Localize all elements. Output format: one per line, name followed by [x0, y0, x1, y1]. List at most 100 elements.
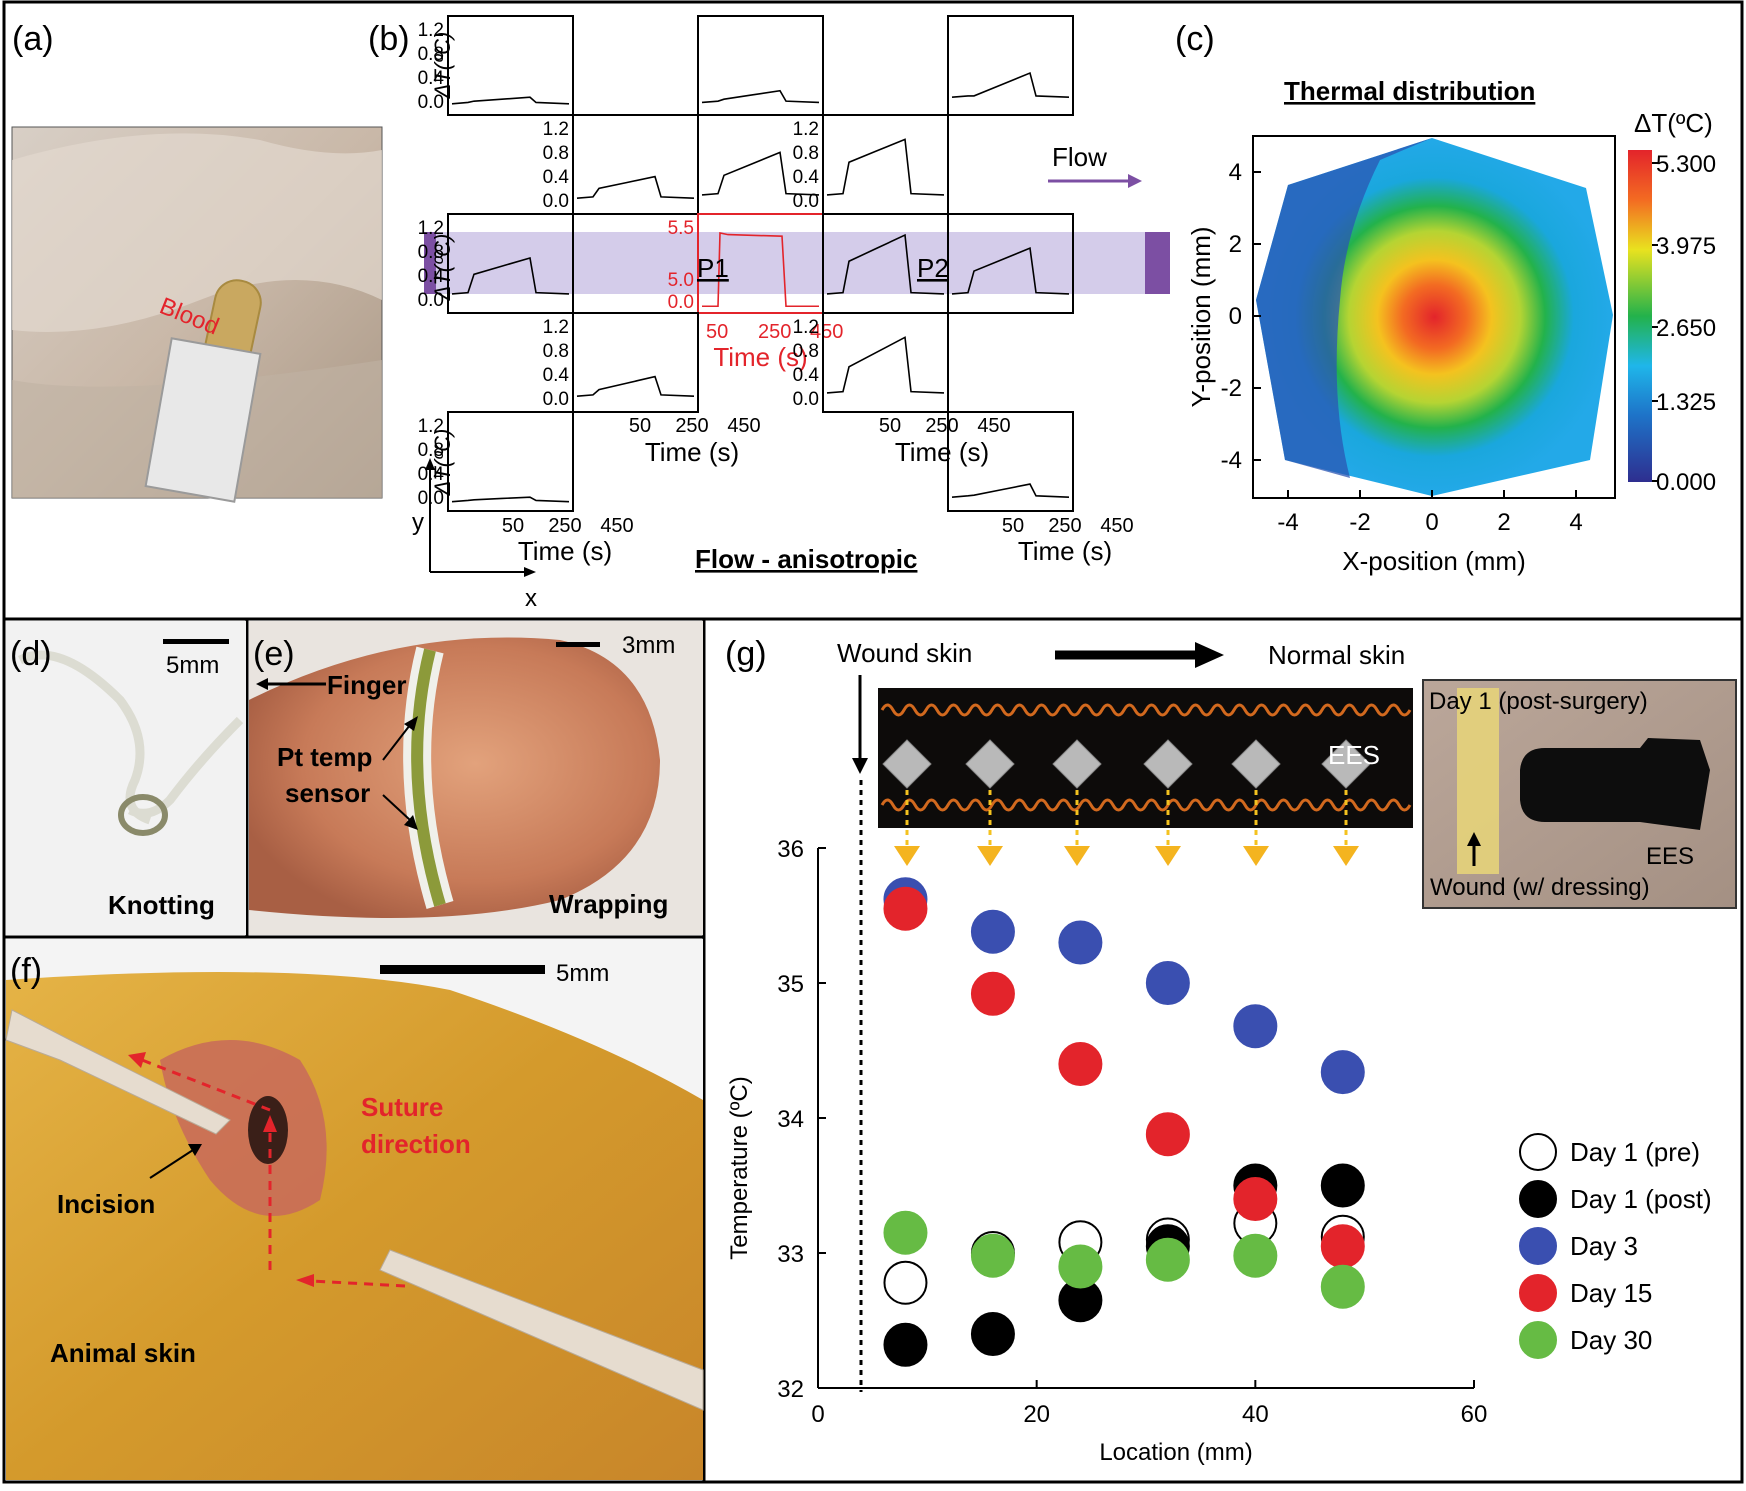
mini-chart-ytick: 0.4	[793, 365, 820, 386]
photo-background	[6, 939, 703, 1100]
ees-drop-arrow-icon	[1243, 846, 1269, 866]
ees-device	[1520, 738, 1710, 830]
legend-label: Day 15	[1570, 1278, 1652, 1308]
scatter-point	[1145, 1237, 1190, 1282]
center-chart-ytick: 0.0	[668, 292, 694, 313]
axis-x-label: x	[525, 585, 537, 612]
mini-chart-ytick: 0.0	[793, 389, 819, 410]
heatmap-xtick: 0	[1425, 509, 1438, 536]
implant-probe	[5, 1009, 231, 1135]
e-scale-bar	[556, 642, 600, 647]
flow-left-marker	[424, 232, 436, 294]
mini-chart-xtick: 450	[727, 415, 760, 437]
ees-sensor-node	[882, 739, 932, 789]
panel-d: (d) 5mm Knotting	[6, 621, 246, 935]
y-tick-label: 36	[777, 836, 804, 863]
suture-arrow-2-head	[263, 1115, 277, 1132]
mini-chart-ytick: 1.2	[418, 218, 444, 239]
heatmap-xtick: -4	[1277, 509, 1298, 536]
ees-drop-arrow-icon	[977, 846, 1003, 866]
d-scale-label: 5mm	[166, 652, 219, 679]
wound-skin-label: Wound skin	[837, 638, 972, 668]
scatter-point	[883, 1322, 928, 1367]
direction-arrow-head	[1195, 642, 1224, 668]
mini-chart-line	[451, 96, 570, 105]
mini-chart-ytick: 1.2	[793, 119, 819, 140]
mini-chart-ytick: 0.0	[418, 290, 444, 311]
wound-dressing	[1457, 688, 1499, 874]
mini-chart-line	[951, 483, 1070, 498]
mini-chart-ylabel: ΔT(ºC)	[430, 429, 455, 497]
inset-ees-label: EES	[1646, 843, 1694, 870]
ees-sensor-node	[1052, 739, 1102, 789]
mini-chart-line	[826, 336, 945, 394]
scatter-point	[883, 1210, 928, 1255]
mini-chart-ytick: 0.4	[418, 464, 445, 485]
mini-chart-xtick: 250	[925, 415, 958, 437]
panel-b: (b) 1.20.80.40.01.20.80.40.01.20.80.40.0…	[368, 15, 1170, 612]
mini-chart-xlabel: Time (s)	[1018, 536, 1112, 566]
mini-chart-xtick: 250	[1048, 515, 1081, 537]
inset-wound-arrow-head	[1467, 832, 1481, 846]
colorbar-tick: 3.975	[1656, 233, 1716, 260]
sensor-arrow-2	[382, 794, 411, 821]
sensor-arrow-1	[382, 724, 411, 761]
mini-chart-frame	[822, 312, 949, 413]
legend-label: Day 3	[1570, 1231, 1638, 1261]
ees-drop-arrow-icon	[1064, 846, 1090, 866]
heatmap-ylabel: Y-position (mm)	[1186, 226, 1216, 407]
x-tick-label: 60	[1461, 1401, 1488, 1428]
mini-chart-line	[701, 151, 820, 196]
sensor-label-2: sensor	[285, 778, 370, 808]
mini-chart-ytick: 0.0	[793, 191, 819, 212]
mini-chart-ylabel: ΔT(ºC)	[430, 234, 455, 302]
center-chart-ytick: 5.5	[668, 218, 694, 239]
y-tick-label: 33	[777, 1241, 804, 1268]
scatter-point	[970, 1233, 1015, 1278]
serpentine-trace-bottom	[880, 798, 1412, 812]
e-scale-label: 3mm	[622, 632, 675, 659]
mini-chart-xtick: 450	[1100, 515, 1133, 537]
mini-chart-ytick: 0.8	[543, 341, 569, 362]
finger-shape	[249, 637, 660, 918]
colorbar-tick: 1.325	[1656, 389, 1716, 416]
flow-arrow-icon	[1128, 174, 1142, 188]
suture-arrow-1	[141, 1058, 271, 1112]
scatter-point	[1320, 1224, 1365, 1269]
ees-label: EES	[1328, 740, 1380, 770]
legend-marker	[1519, 1321, 1557, 1359]
flow-right-marker	[1145, 232, 1170, 294]
panel-g-label: (g)	[725, 635, 767, 673]
heatmap-xtick: 4	[1569, 509, 1582, 536]
mini-chart-xtick: 50	[629, 415, 651, 437]
scatter-point	[1320, 1163, 1365, 1208]
adhesive-patch	[144, 337, 262, 503]
f-scale-label: 5mm	[556, 960, 609, 987]
panel-g: (g) Wound skin Normal skin EES Day 1 (po…	[725, 635, 1737, 1466]
incision-arrow-head	[188, 1144, 202, 1156]
mini-chart-frame	[572, 312, 699, 413]
finger-label: Finger	[327, 670, 406, 700]
mini-chart-xtick: 50	[1002, 515, 1024, 537]
mini-chart-line	[576, 375, 695, 397]
center-chart-xtick: 450	[810, 321, 843, 343]
wrist-skin	[12, 133, 382, 332]
ees-sensor-node	[1143, 739, 1193, 789]
knot-photo	[6, 621, 246, 935]
xy-axes-icon	[425, 458, 536, 577]
axis-y-label: y	[412, 509, 424, 536]
scatter-point	[1145, 1112, 1190, 1157]
scatter-point	[883, 886, 928, 931]
animal-skin-label: Animal skin	[50, 1338, 196, 1368]
mini-chart-xtick: 250	[548, 515, 581, 537]
incision-area	[160, 1040, 327, 1216]
mini-chart-xlabel: Time (s)	[518, 536, 612, 566]
wound-arrow-head	[852, 758, 868, 774]
mini-chart-ytick: 0.4	[543, 365, 570, 386]
scatter-point	[1233, 1004, 1278, 1049]
legend-marker	[1519, 1133, 1557, 1171]
sensor-arrow-1-head	[404, 716, 418, 731]
knotting-caption: Knotting	[108, 890, 215, 920]
heatmap-ytick: -4	[1221, 447, 1242, 474]
